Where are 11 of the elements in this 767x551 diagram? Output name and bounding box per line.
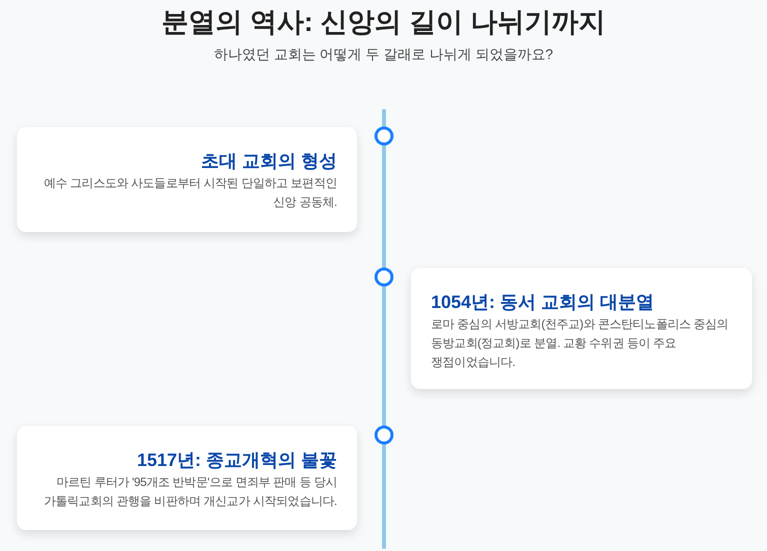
timeline-card: [411, 268, 752, 389]
card-description: 예수 그리스도와 사도들로부터 시작된 단일하고 보편적인 신앙 공동체.: [42, 175, 337, 211]
card-description: 로마 중심의 서방교회(천주교)와 콘스탄티노폴리스 중심의 동방교회(정교회)로 분열. 교황 수위권 등이 주요 쟁점이었습니다.: [431, 316, 730, 371]
card-heading: 1517년: 종교개혁의 불꽃: [136, 449, 337, 472]
page-title: 분열의 역사: 신앙의 길이 나뉘기까지: [162, 6, 606, 39]
subtitle: 하나였던 교회는 어떻게 두 갈래로 나뉘게 되었을까요?: [214, 46, 554, 64]
card-description: 마르틴 루터가 '95개조 반박문'으로 면죄부 판매 등 당시 가톨릭교회의 관행을 비판하며 개신교가 시작되었습니다.: [42, 474, 337, 510]
timeline-card: [17, 426, 357, 530]
timeline-card: [17, 127, 357, 232]
card-heading: 1054년: 동서 교회의 대분열: [431, 291, 654, 314]
card-heading: 초대 교회의 형성: [200, 150, 337, 173]
